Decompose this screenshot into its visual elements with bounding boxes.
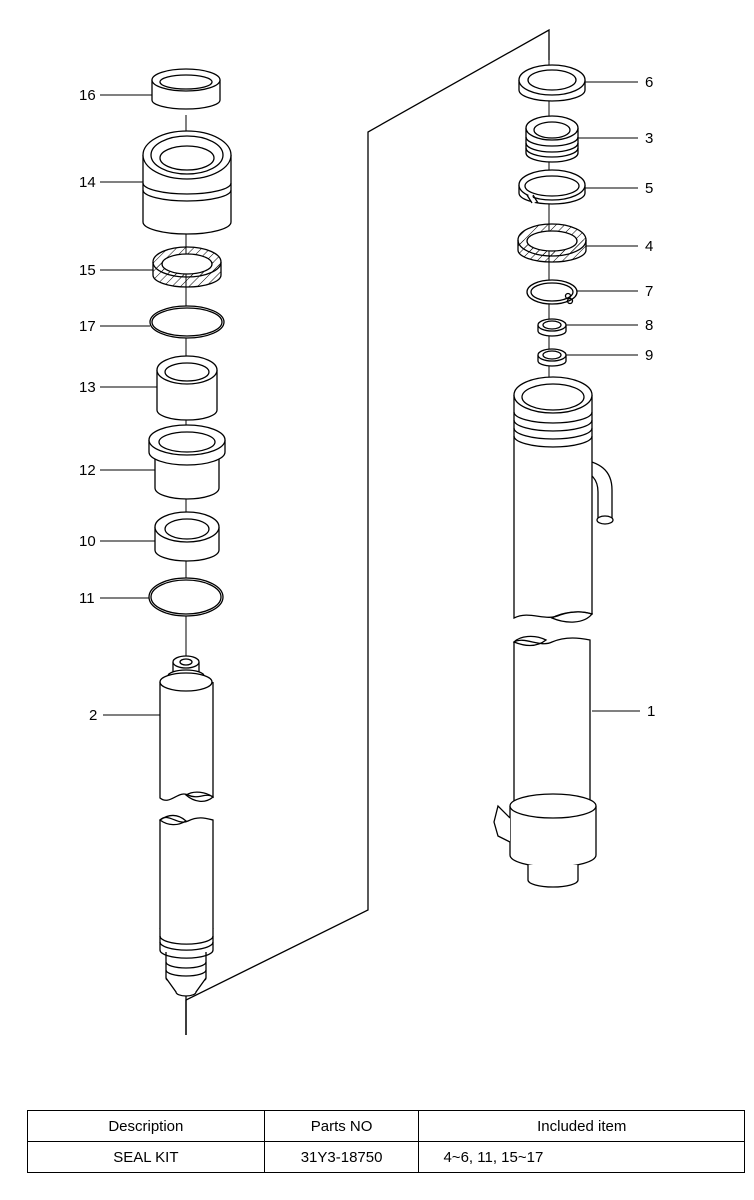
header-description: Description — [27, 1110, 265, 1142]
callout-2: 2 — [89, 707, 97, 724]
part-5-wear-ring — [518, 169, 586, 205]
part-17-o-ring — [149, 305, 225, 339]
part-4-piston-seal — [517, 223, 587, 263]
callout-6: 6 — [645, 74, 653, 91]
assembly-connector-line — [185, 28, 550, 1035]
callout-7: 7 — [645, 283, 653, 300]
callout-10: 10 — [79, 533, 96, 550]
part-3-piston-ring — [525, 115, 579, 163]
part-14-rod-cover — [142, 130, 232, 235]
part-15-rod-seal — [152, 246, 222, 288]
part-1-cylinder-tube — [493, 376, 614, 888]
part-16-dust-seal — [151, 68, 221, 110]
leader-lines — [100, 81, 640, 716]
callout-14: 14 — [79, 174, 96, 191]
callout-12: 12 — [79, 462, 96, 479]
part-13-bushing — [156, 355, 218, 421]
callout-8: 8 — [645, 317, 653, 334]
header-included-item: Included item — [418, 1110, 745, 1142]
callout-13: 13 — [79, 379, 96, 396]
callout-5: 5 — [645, 180, 653, 197]
callout-16: 16 — [79, 87, 96, 104]
callout-11: 11 — [79, 590, 95, 607]
part-6-dust-ring — [518, 64, 586, 102]
part-10-buffer-seal — [154, 511, 220, 562]
callout-9: 9 — [645, 347, 653, 364]
callout-15: 15 — [79, 262, 96, 279]
part-9-o-ring — [537, 348, 567, 367]
part-7-snap-ring — [526, 279, 578, 305]
callout-1: 1 — [647, 703, 655, 720]
part-2-piston-rod — [158, 618, 215, 1035]
part-11-o-ring — [148, 577, 224, 617]
callout-3: 3 — [645, 130, 653, 147]
callout-17: 17 — [79, 318, 96, 335]
part-8-back-up-ring — [537, 318, 567, 337]
table-header-row: Description Parts NO Included item — [27, 1110, 745, 1142]
part-12-flanged-bushing — [148, 424, 226, 500]
table-row: SEAL KIT 31Y3-18750 4~6, 11, 15~17 — [27, 1141, 745, 1173]
callout-4: 4 — [645, 238, 653, 255]
header-parts-no: Parts NO — [263, 1110, 420, 1142]
exploded-parts-diagram: 16 14 15 17 13 12 10 11 2 6 3 5 4 7 8 9 … — [79, 28, 655, 1035]
cell-parts-no: 31Y3-18750 — [263, 1141, 420, 1173]
cell-included-item: 4~6, 11, 15~17 — [418, 1141, 745, 1173]
seal-kit-table: Description Parts NO Included item SEAL … — [27, 1110, 745, 1173]
cell-description: SEAL KIT — [27, 1141, 265, 1173]
